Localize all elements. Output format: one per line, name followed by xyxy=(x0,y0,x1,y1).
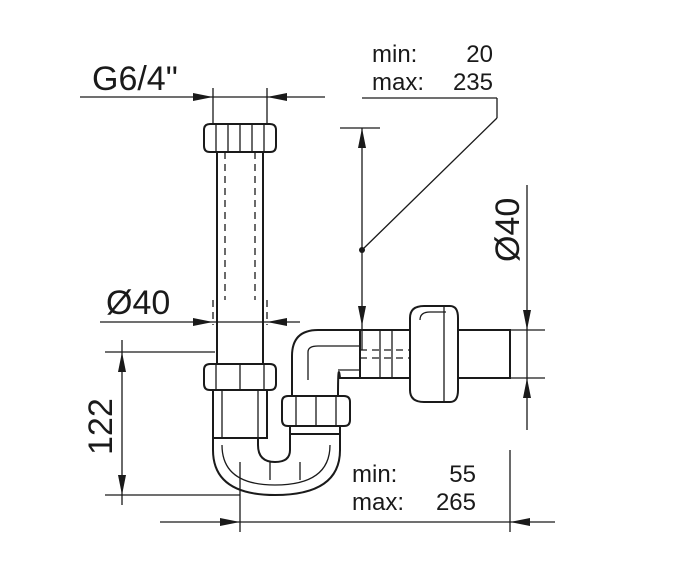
vertical-max-label: max: xyxy=(372,69,424,96)
thread-dimension: G6/4" xyxy=(80,60,325,125)
horizontal-max-label: max: xyxy=(352,489,404,516)
inlet-diameter-label: Ø40 xyxy=(106,284,170,322)
horizontal-min-label: min: xyxy=(352,461,397,488)
vertical-min-label: min: xyxy=(372,41,417,68)
height-dimension: 122 xyxy=(82,340,240,505)
thread-label: G6/4" xyxy=(92,60,178,98)
trap-body xyxy=(203,329,361,497)
vertical-min-value: 20 xyxy=(466,41,493,68)
horizontal-max-value: 265 xyxy=(436,489,476,516)
outlet-diameter-label: Ø40 xyxy=(489,198,527,262)
vertical-range-dimension: min: 20 max: 235 xyxy=(340,41,498,350)
outlet-diameter-dimension: Ø40 xyxy=(489,185,545,430)
horizontal-min-value: 55 xyxy=(449,461,476,488)
outlet-pipe xyxy=(359,305,511,403)
vertical-tube xyxy=(203,123,277,365)
horizontal-range-dimension: min: 55 max: 265 xyxy=(160,450,555,532)
inlet-diameter-dimension: Ø40 xyxy=(100,284,300,326)
height-label: 122 xyxy=(82,398,120,455)
vertical-max-value: 235 xyxy=(453,69,493,96)
